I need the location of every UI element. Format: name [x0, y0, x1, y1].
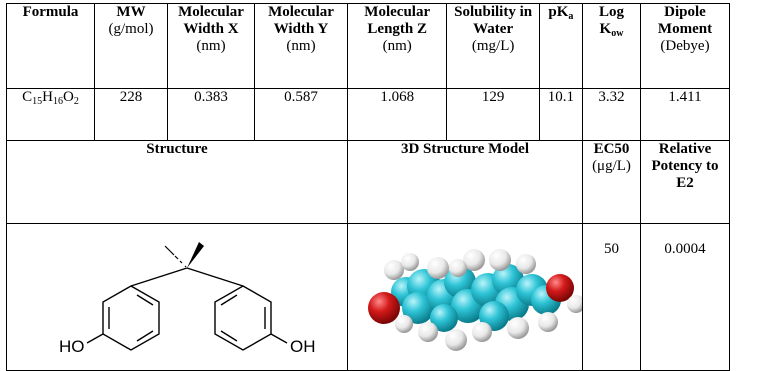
hashed-methyl-bond	[164, 245, 187, 268]
value-length-z: 1.068	[346, 88, 448, 141]
wedge-methyl-bond	[187, 242, 204, 268]
header-row-2: Structure 3D Structure Model EC50(μg/L) …	[6, 140, 730, 224]
value-width-x: 0.383	[167, 88, 255, 141]
header-width-y: Molecular Width Y(nm)	[254, 3, 348, 89]
right-benzene-ring	[214, 285, 272, 351]
header-row: Formula MW(g/mol) Molecular Width X(nm) …	[6, 3, 730, 89]
header-pka: pKa	[538, 3, 584, 89]
bisphenol-structure-drawing: HO OH	[59, 242, 316, 356]
header-length-z: Molecular Length Z(nm)	[346, 3, 448, 89]
oxygen-atoms	[368, 274, 574, 324]
ho-label: HO	[59, 337, 85, 356]
value-pka: 10.1	[538, 88, 584, 141]
value-logk: 3.32	[582, 88, 641, 141]
structure-cell: HO OH	[6, 223, 348, 371]
value-ec50: 50	[582, 223, 641, 371]
3d-model-cell	[347, 223, 583, 371]
carbon-atoms	[391, 264, 561, 332]
value-solubility: 129	[446, 88, 540, 141]
header-dipole: Dipole Moment(Debye)	[640, 3, 730, 89]
header-potency: Relative Potency to E2	[640, 140, 730, 224]
value-potency: 0.0004	[640, 223, 730, 371]
value-formula: C15H16O2	[6, 88, 95, 141]
header-3d-model: 3D Structure Model	[347, 140, 583, 224]
values-row: C15H16O2 228 0.383 0.587 1.068 129 10.1 …	[6, 88, 730, 141]
header-width-x: Molecular Width X(nm)	[167, 3, 255, 89]
left-benzene-ring	[102, 285, 160, 351]
compound-properties-table: Formula MW(g/mol) Molecular Width X(nm) …	[6, 3, 730, 371]
structure-row: HO OH	[6, 223, 730, 371]
hydrogen-atoms	[384, 249, 582, 351]
header-mw: MW(g/mol)	[94, 3, 168, 89]
oh-label: OH	[290, 337, 316, 356]
value-width-y: 0.587	[254, 88, 348, 141]
space-filling-model	[368, 249, 582, 351]
header-formula: Formula	[6, 3, 95, 89]
value-mw: 228	[94, 88, 168, 141]
header-ec50: EC50(μg/L)	[582, 140, 641, 224]
header-structure: Structure	[6, 140, 348, 224]
value-dipole: 1.411	[640, 88, 730, 141]
header-solubility: Solubility in Water(mg/L)	[446, 3, 540, 89]
